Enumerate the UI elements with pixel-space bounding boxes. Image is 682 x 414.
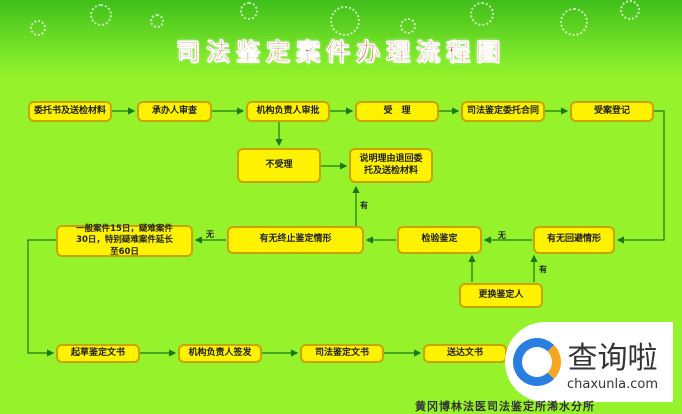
- step-recusal-check: 有无回避情形: [533, 226, 615, 254]
- step-accept: 受 理: [355, 101, 439, 122]
- step-register: 受案登记: [570, 101, 654, 122]
- watermark-en: chaxunla.com: [567, 376, 658, 392]
- decor-circle: [560, 8, 588, 36]
- step-document: 司法鉴定文书: [300, 344, 384, 363]
- step-contract: 司法鉴定委托合同: [461, 101, 545, 122]
- decor-circle: [240, 2, 258, 20]
- step-inspection: 检验鉴定: [397, 226, 482, 254]
- decor-circle: [330, 6, 360, 36]
- step-termination-check: 有无终止鉴定情形: [227, 226, 364, 254]
- watermark-cn: 查询啦: [567, 340, 658, 376]
- label-yes: 有: [539, 265, 547, 274]
- step-return-materials: 说明理由退回委托及送检材料: [349, 148, 433, 183]
- footer-org: 黄冈博林法医司法鉴定所浠水分所: [415, 400, 595, 413]
- step-draft-document: 起草鉴定文书: [56, 344, 140, 363]
- decor-circle: [90, 4, 112, 26]
- step-deadline: 一般案件15日，疑难案件30日，特别疑难案件延长至60日: [56, 224, 193, 257]
- decor-circle: [470, 2, 494, 26]
- decor-circle: [30, 20, 46, 36]
- decor-circle: [150, 14, 164, 28]
- page-title: 司法鉴定案件办理流程图: [176, 38, 506, 67]
- step-deliver: 送达文书: [423, 344, 507, 363]
- decor-circle: [620, 0, 640, 20]
- search-logo-icon: [513, 338, 561, 386]
- step-sign: 机构负责人签发: [178, 344, 262, 363]
- label-yes: 有: [360, 201, 368, 210]
- step-approval: 机构负责人审批: [246, 101, 330, 122]
- step-replace-appraiser: 更换鉴定人: [459, 283, 543, 308]
- decor-circle: [400, 18, 416, 34]
- label-no: 无: [498, 231, 506, 240]
- step-commission-materials: 委托书及送检材料: [28, 101, 112, 122]
- step-reject: 不受理: [237, 148, 321, 183]
- label-no: 无: [206, 230, 214, 239]
- step-review: 承办人审查: [137, 101, 212, 122]
